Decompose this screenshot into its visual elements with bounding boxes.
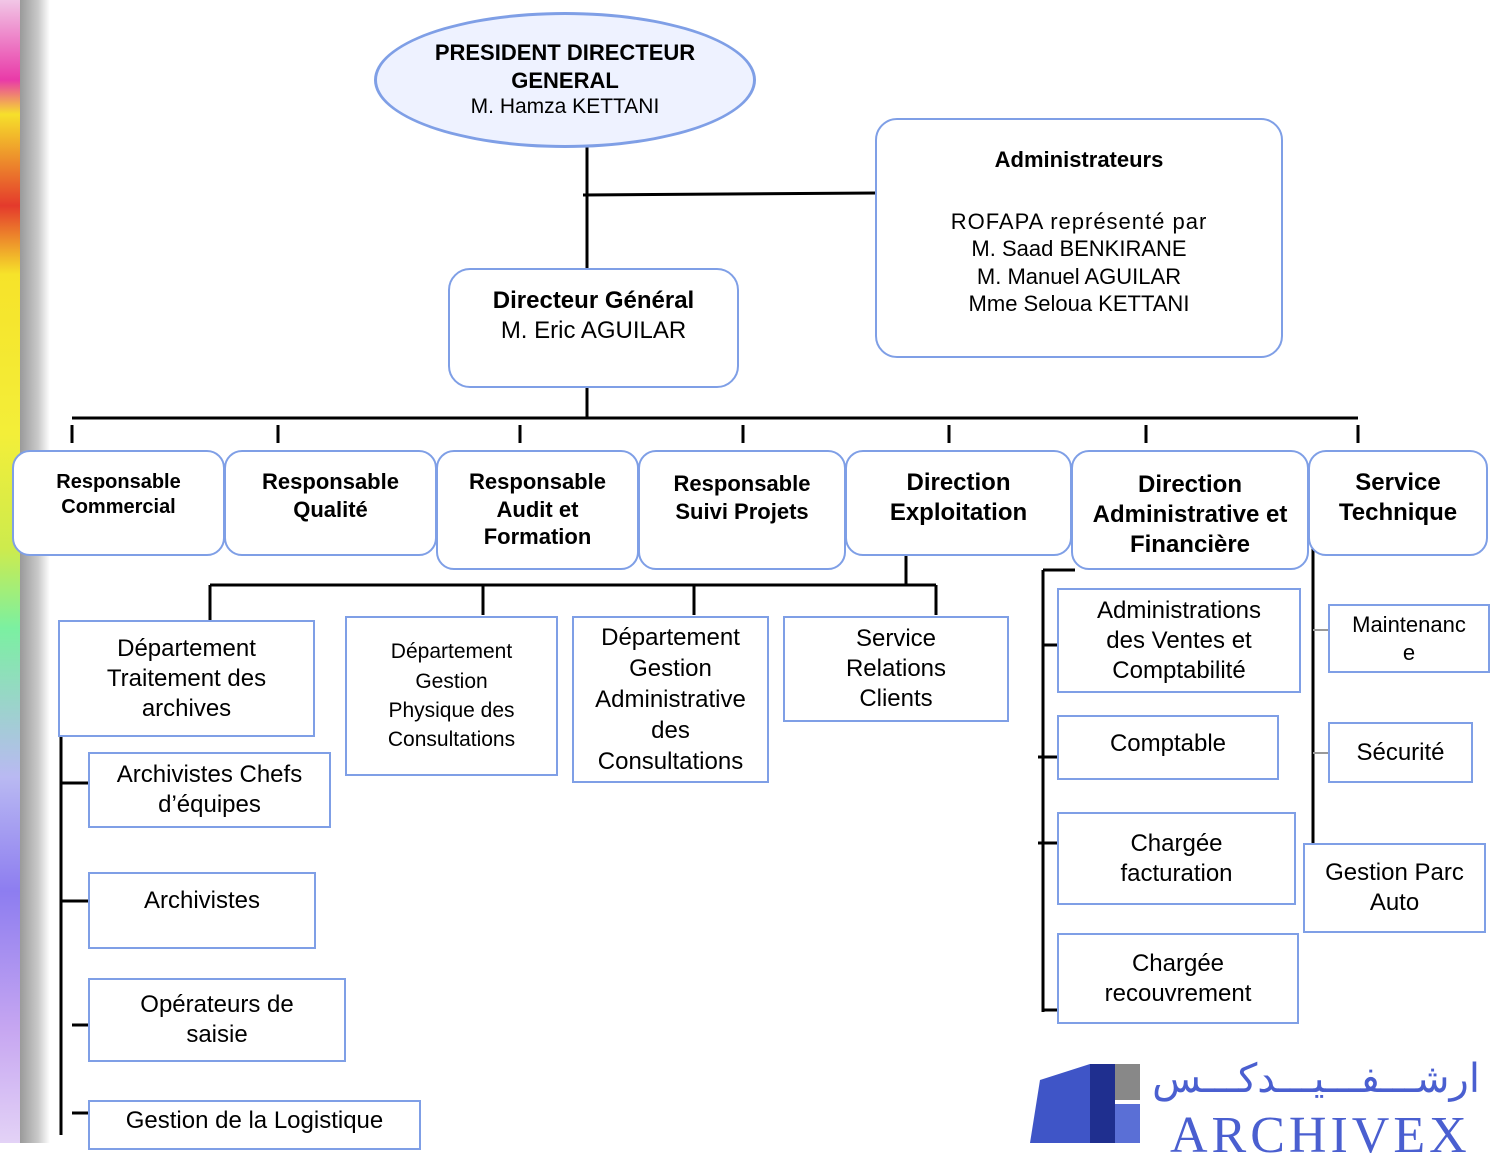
unit-responsable-qualite: Responsable Qualité (224, 450, 437, 556)
unit-label: Responsable Commercial (56, 471, 181, 518)
unit-label: Responsable Qualité (262, 469, 399, 522)
unit-responsable-audit: Responsable Audit et Formation (436, 450, 639, 570)
sub-label: Archivistes Chefs d’équipes (116, 761, 303, 818)
unit-direction-administrative: Direction Administrative et Financière (1071, 450, 1309, 570)
administrateurs-line: M. Manuel AGUILAR (976, 263, 1182, 289)
dg-name: M. Eric AGUILAR (500, 317, 687, 344)
sub-label: Gestion Parc Auto (1325, 859, 1464, 916)
ceo-title: PRESIDENT DIRECTEUR GENERAL (434, 40, 696, 93)
unit-label: Direction Exploitation (889, 469, 1028, 526)
administrateurs-box: Administrateurs ROFAPA représenté par M.… (875, 118, 1283, 358)
unit-label: Responsable Audit et Formation (469, 469, 606, 549)
logo-arabic-text: ارشـــفـــيـــدكـــس (1152, 1056, 1480, 1102)
sub-label: Chargée recouvrement (1104, 949, 1252, 1007)
comptable-box: Comptable (1057, 715, 1279, 780)
dg-title: Directeur Général (492, 287, 695, 314)
chargee-recouvrement-box: Chargée recouvrement (1057, 933, 1299, 1024)
ceo-name: M. Hamza KETTANI (470, 95, 660, 119)
administration-ventes-box: Administrations des Ventes et Comptabili… (1057, 588, 1301, 693)
sub-label: Administrations des Ventes et Comptabili… (1096, 596, 1262, 684)
archivistes-box: Archivistes (88, 872, 316, 949)
administrateurs-line: Mme Seloua KETTANI (968, 291, 1190, 316)
dept-label: Département Traitement des archives (106, 634, 267, 722)
gestion-parc-auto-box: Gestion Parc Auto (1303, 843, 1486, 933)
archivex-logo-icon (1030, 1064, 1140, 1143)
unit-direction-exploitation: Direction Exploitation (845, 450, 1072, 556)
service-relations-clients: Service Relations Clients (783, 616, 1009, 722)
dept-label: Département Gestion Administrative des C… (595, 623, 746, 776)
decorative-color-strip (0, 0, 20, 1143)
sub-label: Archivistes (143, 887, 261, 914)
dept-gestion-administrative: Département Gestion Administrative des C… (572, 616, 769, 783)
unit-responsable-suivi: Responsable Suivi Projets (638, 450, 846, 570)
dept-gestion-physique: Département Gestion Physique des Consult… (345, 616, 558, 776)
unit-responsable-commercial: Responsable Commercial (12, 450, 225, 556)
sub-label: Maintenance (1352, 612, 1466, 665)
securite-box: Sécurité (1328, 722, 1473, 783)
administrateurs-line: ROFAPA représenté par (950, 208, 1208, 234)
decorative-shadow (20, 0, 50, 1143)
logo-latin-text: ARCHIVEX (1170, 1107, 1471, 1164)
sub-label: Chargée facturation (1120, 829, 1233, 887)
administrateurs-line: M. Saad BENKIRANE (971, 236, 1187, 261)
unit-service-technique: Service Technique (1308, 450, 1488, 556)
administrateurs-title: Administrateurs (994, 147, 1164, 172)
gestion-logistique-box: Gestion de la Logistique (88, 1100, 421, 1150)
unit-label: Responsable Suivi Projets (673, 471, 811, 524)
ceo-box: PRESIDENT DIRECTEUR GENERAL M. Hamza KET… (374, 12, 756, 148)
operateurs-saisie-box: Opérateurs de saisie (88, 978, 346, 1062)
maintenance-box: Maintenance (1328, 604, 1490, 673)
dg-box: Directeur Général M. Eric AGUILAR (448, 268, 739, 388)
sub-label: Sécurité (1356, 738, 1445, 766)
sub-label: Comptable (1109, 730, 1227, 757)
sub-label: Opérateurs de saisie (140, 991, 294, 1048)
sub-label: Gestion de la Logistique (125, 1107, 384, 1134)
chargee-facturation-box: Chargée facturation (1057, 812, 1296, 905)
unit-label: Service Technique (1338, 469, 1458, 526)
dept-traitement-archives: Département Traitement des archives (58, 620, 315, 737)
dept-label: Département Gestion Physique des Consult… (387, 640, 516, 752)
archivistes-chefs-box: Archivistes Chefs d’équipes (88, 752, 331, 828)
unit-label: Direction Administrative et Financière (1092, 471, 1288, 558)
dept-label: Service Relations Clients (845, 625, 947, 712)
